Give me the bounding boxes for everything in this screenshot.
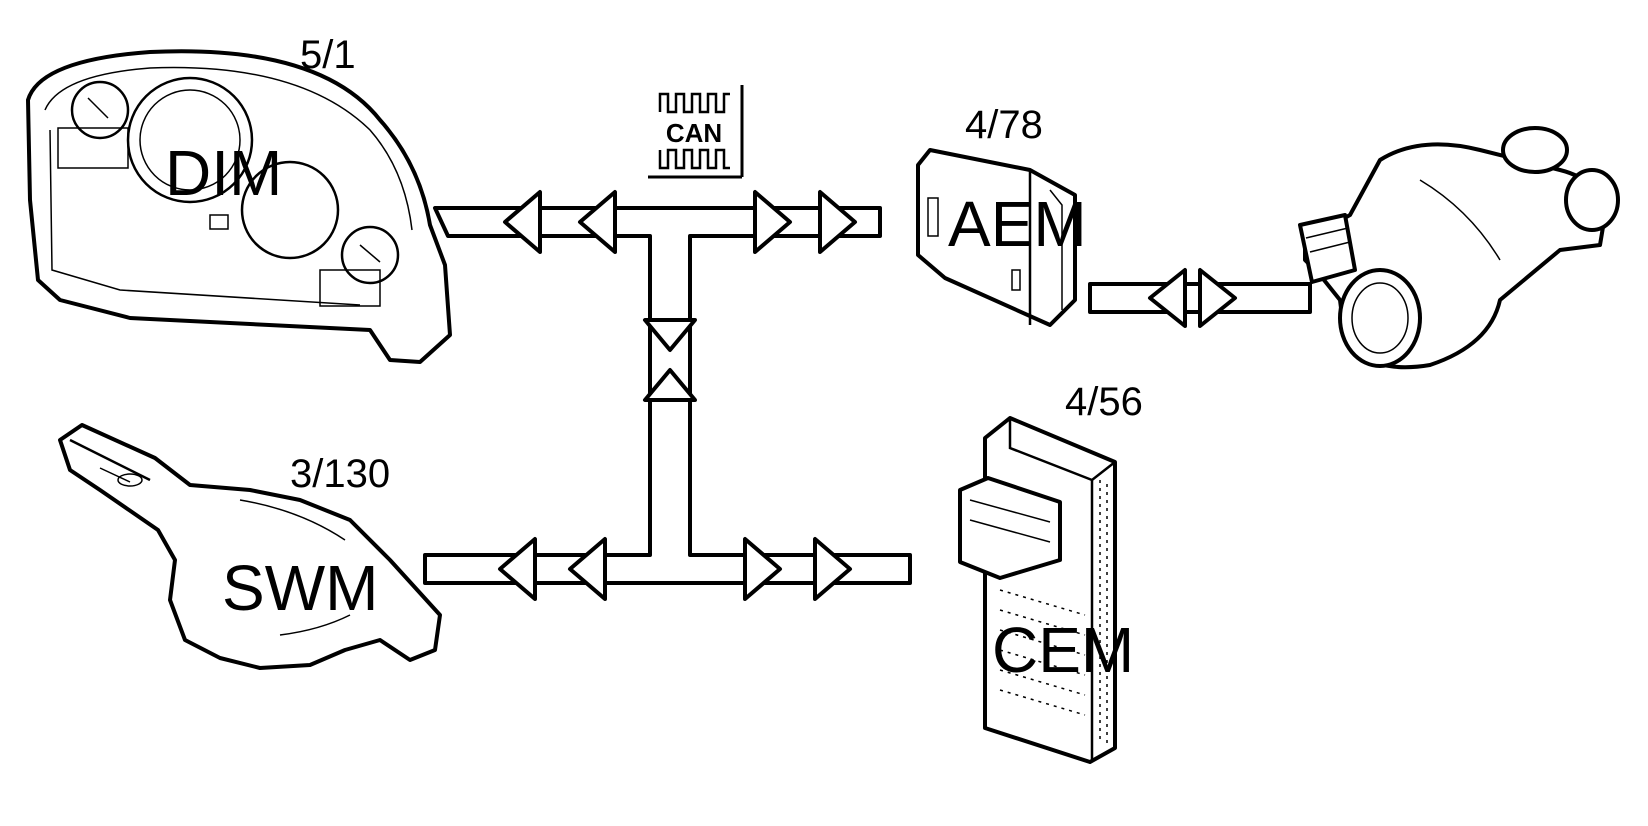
aem-name: AEM bbox=[948, 188, 1087, 260]
cem-ref: 4/56 bbox=[1065, 380, 1143, 424]
bus-arrows-trunk bbox=[643, 318, 697, 402]
aem-module: AEM bbox=[916, 148, 1087, 327]
bus-arrows-top bbox=[503, 190, 857, 254]
cem-pin-grid bbox=[999, 480, 1108, 744]
can-bus-icon: CAN bbox=[648, 85, 744, 179]
cem-name: CEM bbox=[992, 614, 1134, 686]
swm-name: SWM bbox=[222, 552, 378, 624]
bus-arrows-bottom bbox=[498, 537, 852, 601]
link-aem-actuator bbox=[1088, 268, 1312, 328]
swm-ref: 3/130 bbox=[290, 452, 390, 496]
aem-ref: 4/78 bbox=[965, 103, 1043, 147]
swm-module: SWM bbox=[58, 423, 442, 670]
cem-module: CEM bbox=[958, 416, 1134, 764]
dim-name: DIM bbox=[165, 137, 282, 209]
dim-module: DIM bbox=[26, 49, 452, 364]
dim-ref: 5/1 bbox=[300, 33, 356, 77]
can-label: CAN bbox=[666, 118, 722, 148]
bus-top bbox=[423, 190, 912, 601]
actuator-icon bbox=[1298, 126, 1620, 370]
